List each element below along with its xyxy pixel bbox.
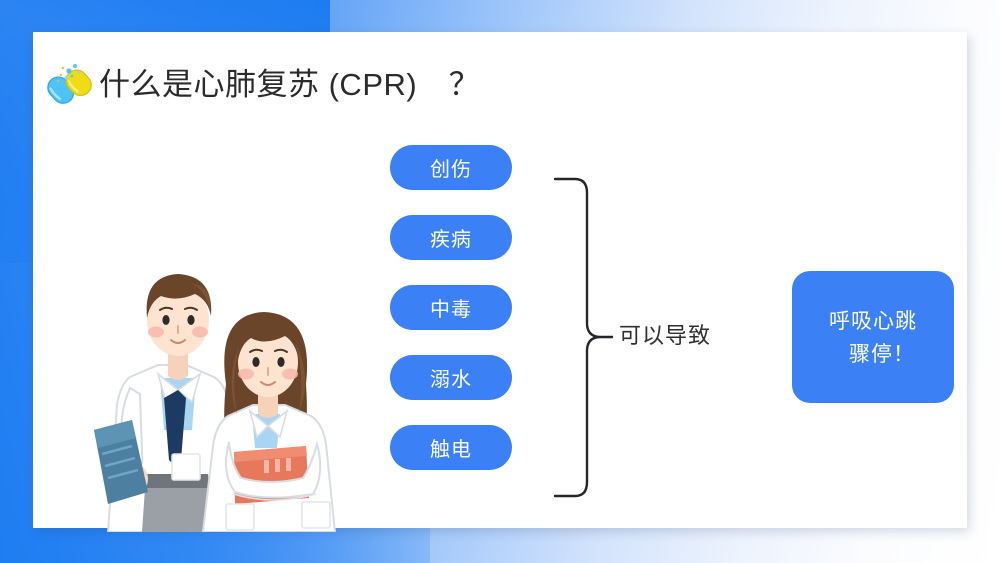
outcome-line-2: 骤停！ (849, 343, 915, 366)
connector-label: 可以导致 (619, 323, 712, 348)
two-doctors-illustration (88, 202, 388, 532)
cause-pill-trauma[interactable]: 创伤 (390, 145, 512, 190)
right-curly-brace-icon (553, 175, 615, 500)
slide-card: 什么是心肺复苏 (CPR) ？ (33, 32, 967, 532)
cause-pill-drowning[interactable]: 溺水 (390, 355, 512, 400)
cause-pill-disease[interactable]: 疾病 (390, 215, 512, 260)
page-title: 什么是心肺复苏 (CPR) ？ (41, 56, 480, 112)
outcome-box[interactable]: 呼吸心跳 骤停！ (792, 271, 954, 403)
cause-pill-electric-shock[interactable]: 触电 (390, 425, 512, 470)
capsule-icon (41, 59, 97, 109)
outcome-line-1: 呼吸心跳 (829, 310, 917, 334)
cause-list: 创伤 疾病 中毒 溺水 触电 (390, 145, 512, 470)
page-title-text: 什么是心肺复苏 (CPR) ？ (99, 66, 481, 102)
cause-pill-poisoning[interactable]: 中毒 (390, 285, 512, 330)
